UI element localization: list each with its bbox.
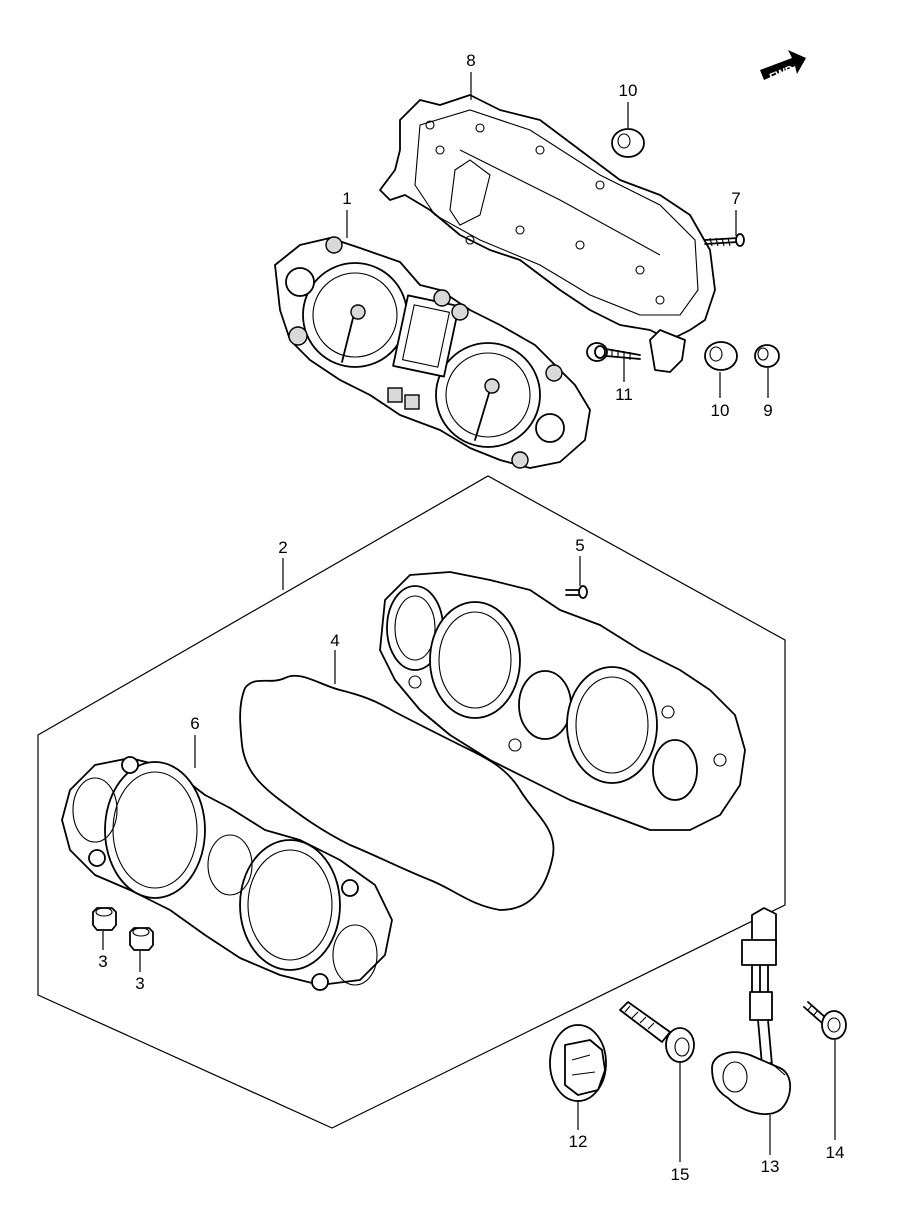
- part-10-grommet-bottom: [704, 341, 738, 371]
- callout-6: 6: [190, 714, 199, 733]
- fwd-direction-arrow: FWD: [760, 50, 806, 84]
- part-10-grommet-top: [611, 128, 645, 158]
- callout-7: 7: [731, 189, 740, 208]
- callout-3-b: 3: [135, 974, 144, 993]
- callout-4: 4: [330, 631, 339, 650]
- leader-lines: [102, 72, 836, 1162]
- callout-15: 15: [671, 1165, 690, 1184]
- callout-3-a: 3: [98, 952, 107, 971]
- callout-11: 11: [615, 385, 633, 404]
- callout-12: 12: [569, 1132, 588, 1151]
- part-6-bezel: [61, 756, 393, 991]
- part-3-cushion-b: [129, 927, 154, 951]
- part-5-screw: [565, 585, 588, 599]
- callout-10-bottom: 10: [711, 401, 730, 420]
- part-12-sensor-rotor: [549, 1024, 607, 1102]
- part-2-assembly-boundary: [37, 475, 786, 1129]
- callout-2: 2: [278, 538, 287, 557]
- part-9-collar: [754, 344, 780, 368]
- part-4-gasket: [239, 674, 555, 911]
- callout-9: 9: [763, 401, 772, 420]
- part-15-bolt: [619, 1001, 695, 1063]
- part-7-screw: [704, 233, 745, 247]
- part-2-lens-housing: [379, 571, 746, 831]
- part-8-rear-case: [379, 94, 716, 373]
- callout-13: 13: [761, 1157, 780, 1176]
- part-13-speed-sensor: [711, 907, 792, 1115]
- callout-labels: 8 10 7 1 11 10 9 2 5 4 6 3 3 12 15 13 14: [98, 51, 844, 1184]
- callout-5: 5: [575, 536, 584, 555]
- part-11-screw: [586, 342, 641, 362]
- callout-8: 8: [466, 51, 475, 70]
- callout-14: 14: [826, 1143, 845, 1162]
- callout-1: 1: [342, 189, 351, 208]
- part-14-bolt: [803, 1001, 847, 1040]
- part-3-cushion-a: [92, 907, 117, 931]
- part-1-meter-assembly: [274, 236, 591, 469]
- callout-10-top: 10: [619, 81, 638, 100]
